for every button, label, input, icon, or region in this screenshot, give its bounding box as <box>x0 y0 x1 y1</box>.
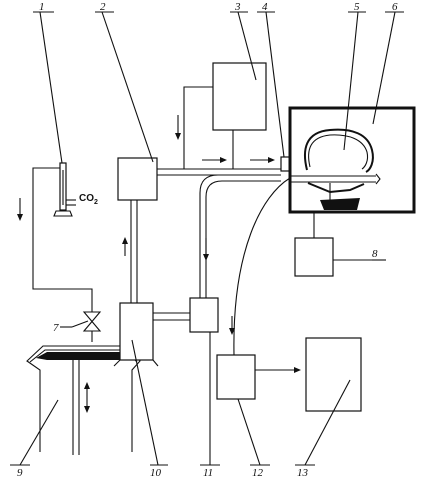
component-11 <box>153 297 219 333</box>
line-source-to-valve <box>17 167 93 312</box>
component-12 <box>216 354 256 400</box>
co2-subscript: 2 <box>94 199 98 206</box>
pipe-pump-to-2 <box>122 200 138 303</box>
leader-lines <box>10 11 404 466</box>
label-6: 6 <box>392 1 398 13</box>
co2-source-column <box>53 162 76 217</box>
label-13: 13 <box>297 467 309 479</box>
main-pipe <box>157 157 281 176</box>
label-1: 1 <box>39 1 45 13</box>
label-10: 10 <box>150 467 162 479</box>
label-2: 2 <box>100 1 106 13</box>
component-13 <box>305 337 362 412</box>
label-5: 5 <box>354 1 360 13</box>
pipe-to-11 <box>199 174 281 298</box>
label-12: 12 <box>252 467 264 479</box>
label-4: 4 <box>262 1 268 13</box>
cabinet-6 <box>288 106 416 214</box>
arrow-12-to-13 <box>255 367 301 373</box>
component-2-box <box>117 157 158 201</box>
component-8 <box>294 212 334 277</box>
chamber-9 <box>26 345 141 455</box>
label-7: 7 <box>53 322 59 334</box>
valve-7 <box>82 311 102 342</box>
component-3 <box>175 62 267 169</box>
label-8: 8 <box>372 248 378 260</box>
head-5 <box>290 128 381 210</box>
co2-label: CO <box>79 193 94 204</box>
line-cabinet-to-12 <box>229 177 291 356</box>
label-3: 3 <box>234 1 241 13</box>
label-11: 11 <box>203 467 213 479</box>
label-9: 9 <box>17 467 23 479</box>
